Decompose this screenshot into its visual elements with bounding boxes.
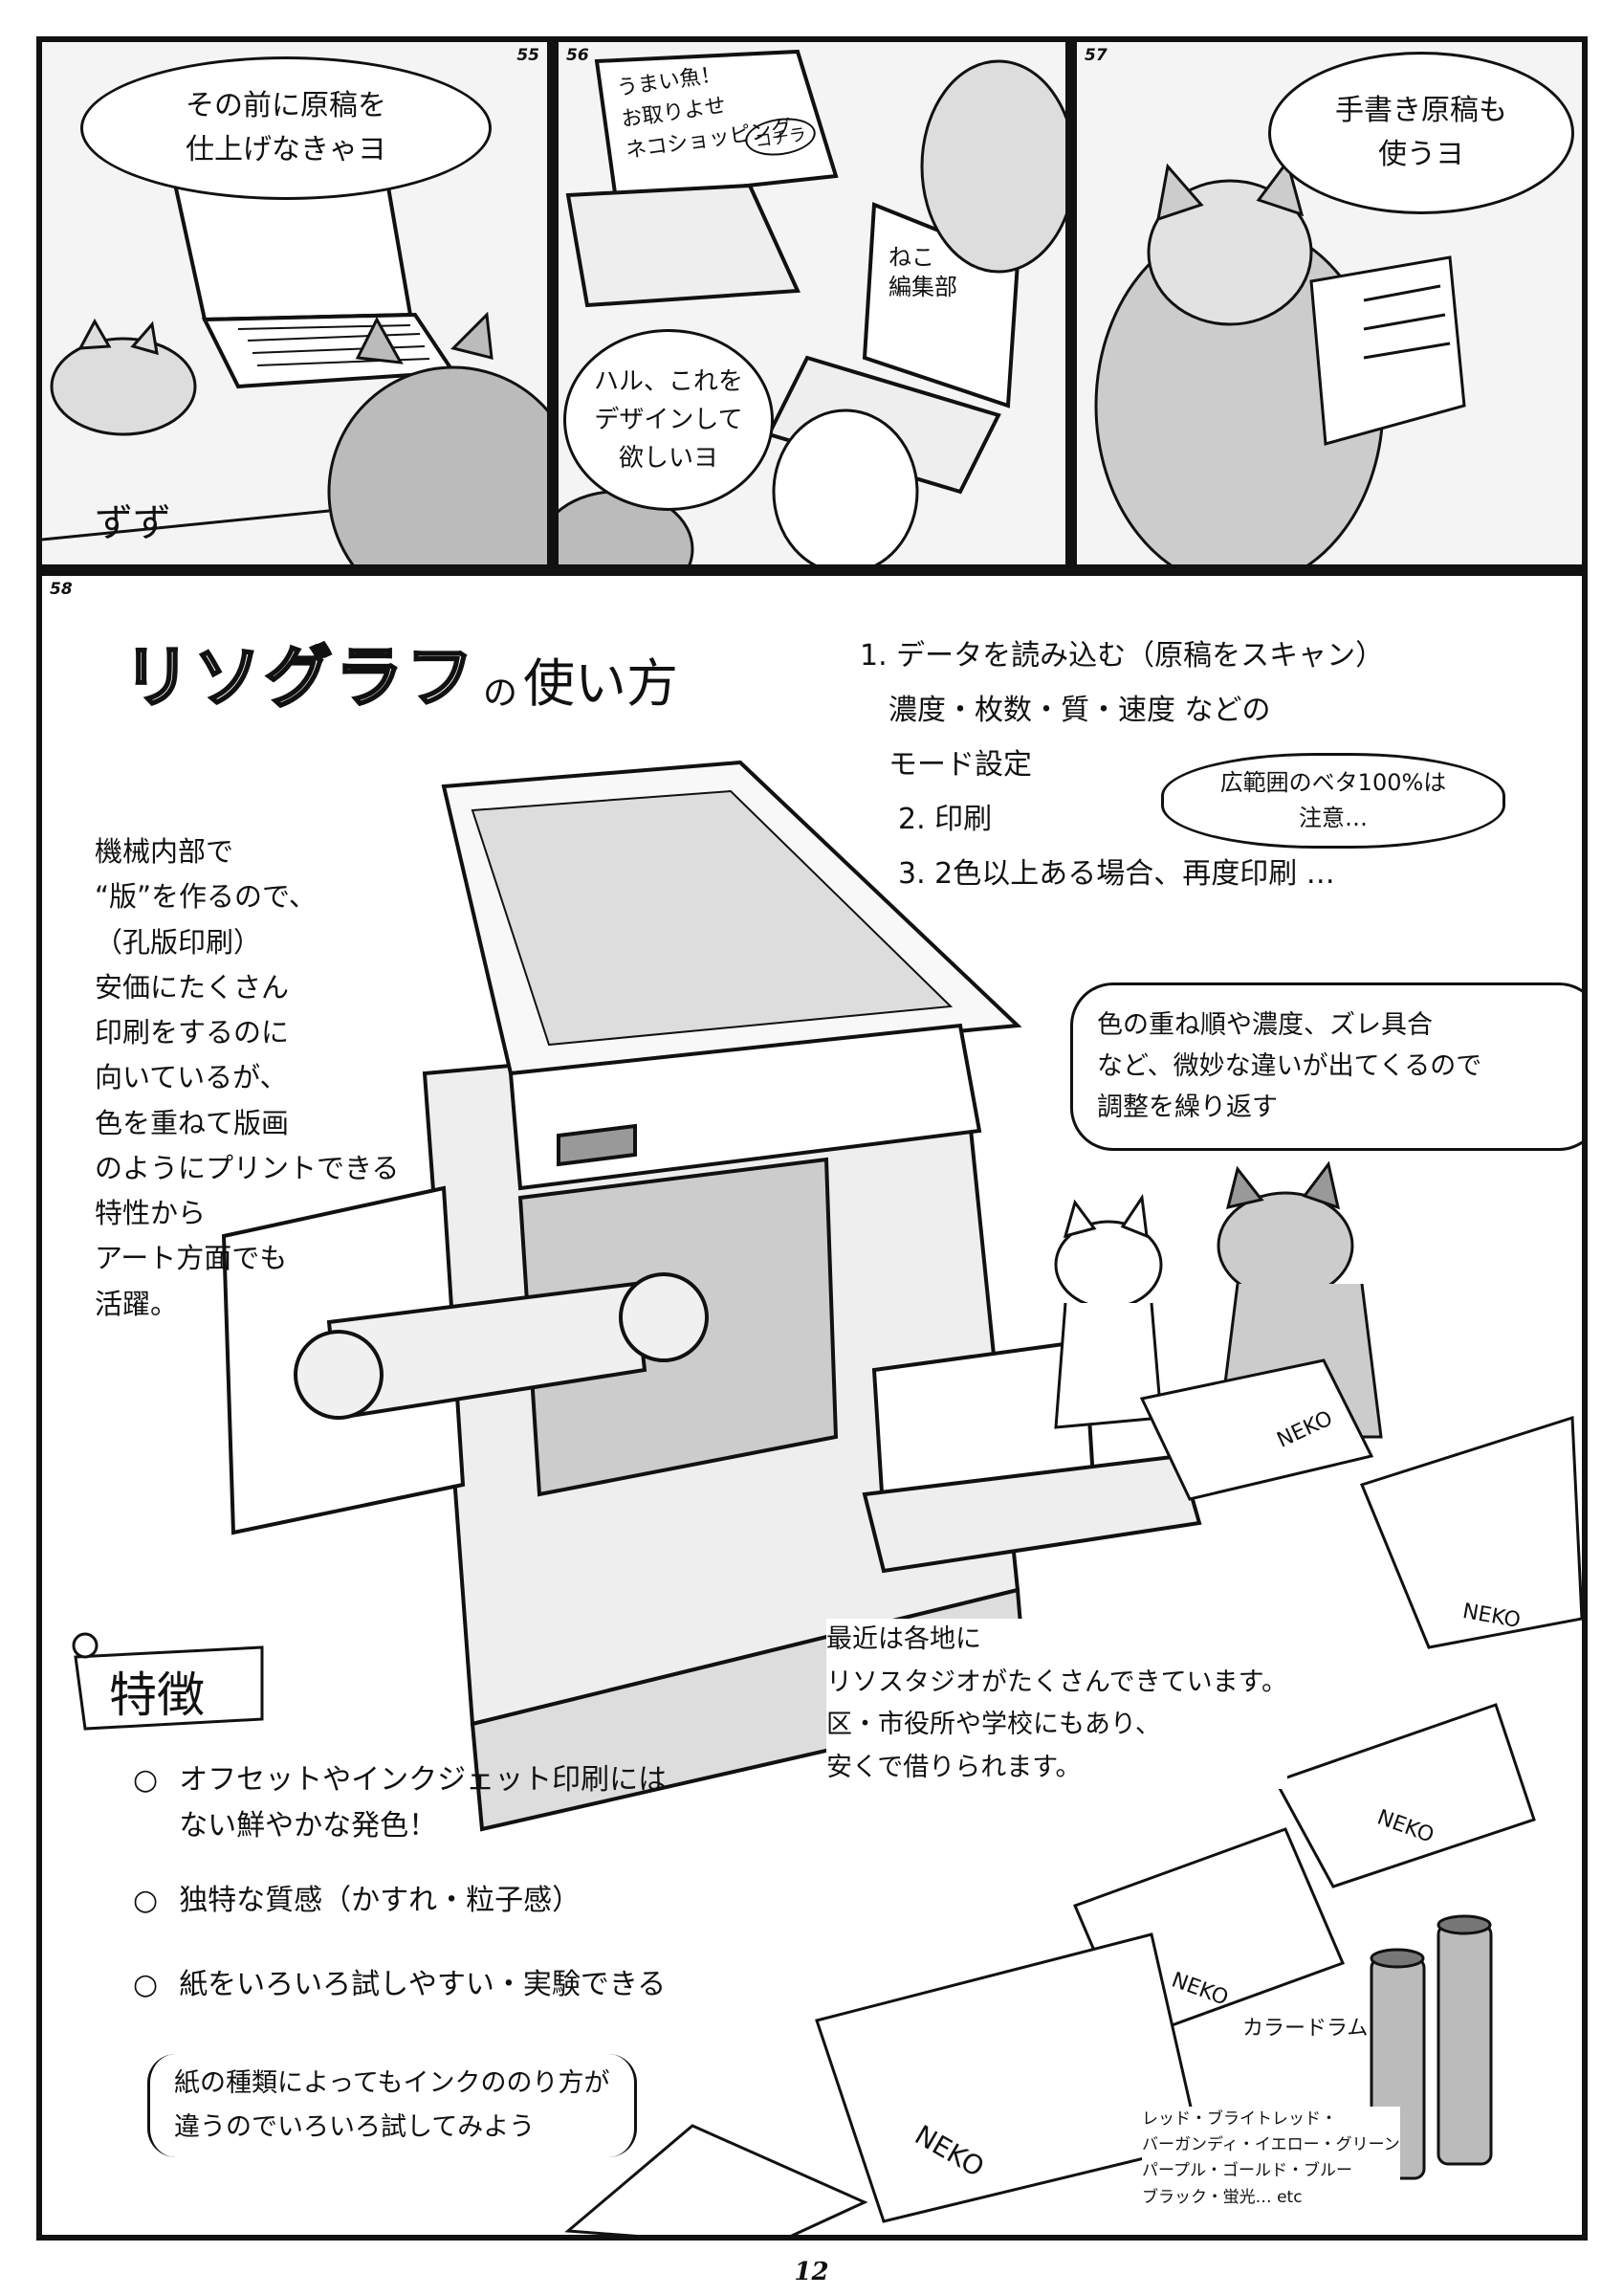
step-1-mode: モード設定: [888, 748, 1032, 782]
title-tail: 使い方: [523, 653, 679, 714]
sfx-zuzu: ずず: [95, 501, 171, 545]
panel-56: 56 うまい魚！ お取りよせ ネコショッピング コチラ ねこ 編集部 ハル、これ…: [553, 36, 1071, 570]
bullet-icon: ○: [133, 1763, 159, 1797]
steps-list: 1. データを読み込む（原稿をスキャン） 濃度・枚数・質・速度 などの モード設…: [860, 629, 1384, 901]
panel-56-art: [559, 42, 1065, 564]
panel-56-number: 56: [566, 46, 589, 65]
features-banner-drawing: [72, 1632, 264, 1731]
feature-item-3: ○ 紙をいろいろ試しやすい・実験できる: [133, 1962, 667, 2008]
left-description: 機械内部で “版”を作るので、 （孔版印刷） 安価にたくさん 印刷をするのに 向…: [95, 835, 400, 1320]
cat-back-drawing: [327, 311, 547, 564]
panel-55: 55 その前に原稿を 仕上げなきゃヨ ずず: [36, 36, 553, 570]
cat-reading-drawing: [1094, 158, 1385, 564]
laptop-back-drawing: [565, 49, 839, 308]
printed-papers-drawing: [564, 1358, 1582, 2235]
title-main: リソグラフ: [122, 637, 477, 718]
features-title: 特徴: [109, 1667, 205, 1723]
feature-3-text: 紙をいろいろ試しやすい・実験できる: [179, 1968, 667, 2001]
section-title: リソグラフ の 使い方: [122, 624, 679, 720]
laptop-drawing: [168, 164, 457, 389]
feature-1-text: オフセットやインクジェット印刷には ない鮮やかな発色！: [179, 1763, 668, 1843]
step-1-detail: 濃度・枚数・質・速度 などの: [888, 694, 1271, 727]
speech-bubble-55: その前に原稿を 仕上げなきゃヨ: [80, 56, 492, 200]
paper-note: 紙の種類によってもインクののり方が 違うのでいろいろ試してみよう: [147, 2054, 637, 2157]
title-no: の: [483, 673, 518, 713]
feature-item-1: ○ オフセットやインクジェット印刷には ない鮮やかな発色！: [133, 1757, 667, 1849]
adjust-note: 色の重ね順や濃度、ズレ具合 など、微妙な違いが出てくるので 調整を繰り返す: [1070, 982, 1582, 1151]
step-1: 1. データを読み込む（原稿をスキャン）: [860, 639, 1385, 673]
risograph-machine-drawing: [221, 760, 1202, 1832]
feature-item-2: ○ 独特な質感（かすれ・粒子感）: [133, 1878, 667, 1924]
speech-bubble-56: ハル、これを デザインして 欲しいヨ: [563, 329, 774, 511]
drum-colors: レッド・ブライトレッド・ バーガンディ・イエロー・グリーン パープル・ゴールド・…: [1142, 2107, 1400, 2211]
panel-55-number: 55: [516, 46, 539, 65]
caution-bubble: 広範囲のベタ100%は 注意…: [1161, 753, 1505, 849]
panel-58-number: 58: [50, 580, 73, 599]
step-2: 2. 印刷: [898, 803, 993, 836]
laptop-front-screen-text: ねこ 編集部: [888, 244, 957, 301]
ink-drum-drawing: [294, 1272, 709, 1421]
panel-57: 57 手書き原稿も 使うヨ: [1071, 36, 1588, 570]
speech-bubble-57: 手書き原稿も 使うヨ: [1268, 52, 1574, 214]
page-number: 12: [794, 2258, 829, 2286]
feature-2-text: 独特な質感（かすれ・粒子感）: [179, 1884, 581, 1917]
features-list: ○ オフセットやインクジェット印刷には ない鮮やかな発色！ ○ 独特な質感（かす…: [133, 1757, 667, 2008]
step-3: 3. 2色以上ある場合、再度印刷 …: [898, 857, 1335, 891]
drum-label: カラードラム: [1242, 2017, 1369, 2041]
bullet-icon: ○: [133, 1884, 159, 1917]
panel-57-number: 57: [1085, 46, 1108, 65]
bullet-icon: ○: [133, 1968, 159, 2001]
cat-left-drawing: [50, 318, 197, 436]
panel-58: 58 リソグラフ の 使い方 1. データを読み込む（原稿をスキャン） 濃度・枚…: [36, 570, 1588, 2241]
studio-note: 最近は各地に リソスタジオがたくさんできています。 区・市役所や学校にもあり、 …: [826, 1619, 1287, 1790]
manuscript-drawing: [1309, 255, 1466, 446]
cat-drawing: [559, 59, 1065, 564]
